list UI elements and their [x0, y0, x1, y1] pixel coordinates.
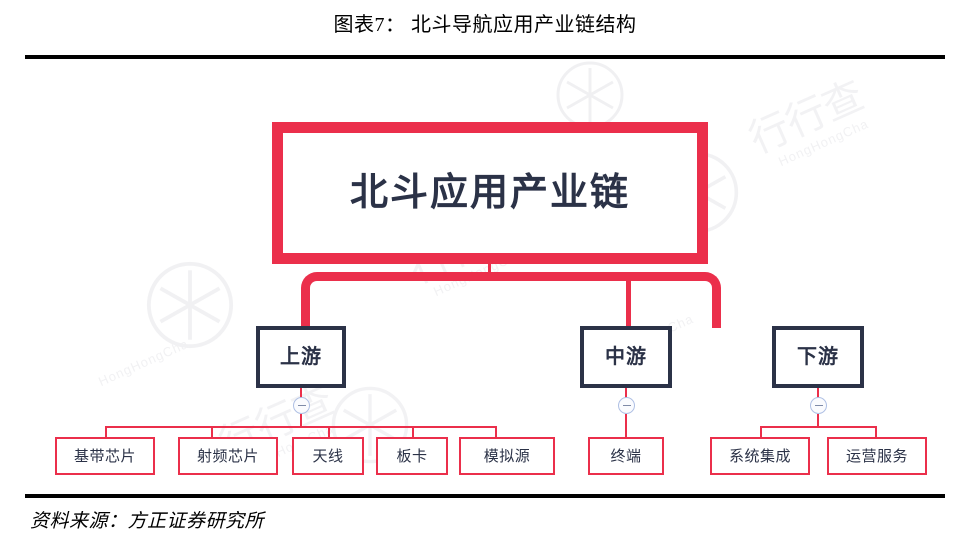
node-branch-midstream-label: 中游	[605, 346, 647, 368]
collapse-toggle-upstream[interactable]	[293, 397, 310, 414]
node-leaf-system-integration[interactable]: 系统集成	[710, 437, 810, 475]
node-branch-upstream-label: 上游	[280, 346, 322, 368]
connector-upstream-tick	[412, 426, 414, 438]
node-leaf-label: 天线	[312, 447, 344, 465]
connector-midstream-stem-top	[625, 388, 627, 398]
collapse-minus-icon	[622, 404, 631, 407]
connector-root-stem	[488, 264, 491, 278]
connector-root-stem-middle	[626, 276, 631, 328]
diagram-canvas: 北斗应用产业链 上游 基带芯片 射频芯片 天线 板卡	[0, 60, 970, 490]
connector-upstream-tick	[328, 426, 330, 438]
connector-upstream-bracket	[105, 426, 497, 438]
bottom-rule	[25, 494, 945, 498]
collapse-toggle-midstream[interactable]	[618, 397, 635, 414]
node-branch-downstream[interactable]: 下游	[772, 326, 864, 388]
node-leaf-label: 模拟源	[483, 447, 531, 465]
node-leaf-label: 基带芯片	[73, 447, 136, 465]
node-leaf-simulation-source[interactable]: 模拟源	[459, 437, 555, 475]
connector-downstream-stem-bottom	[817, 414, 819, 428]
node-branch-upstream[interactable]: 上游	[256, 326, 346, 388]
node-leaf-terminal[interactable]: 终端	[588, 437, 664, 475]
node-leaf-label: 射频芯片	[196, 447, 259, 465]
node-leaf-baseband-chip[interactable]: 基带芯片	[55, 437, 155, 475]
connector-root-bracket	[301, 272, 721, 328]
figure-title: 图表7： 北斗导航应用产业链结构	[333, 14, 637, 36]
node-branch-midstream[interactable]: 中游	[580, 326, 672, 388]
collapse-toggle-downstream[interactable]	[810, 397, 827, 414]
connector-upstream-stem-bottom	[300, 414, 302, 428]
connector-upstream-stem-top	[300, 388, 302, 398]
node-leaf-antenna[interactable]: 天线	[292, 437, 364, 475]
node-leaf-label: 板卡	[396, 447, 428, 465]
node-leaf-label: 系统集成	[728, 447, 791, 465]
node-root-label: 北斗应用产业链	[349, 172, 630, 214]
node-leaf-label: 终端	[610, 447, 642, 465]
connector-downstream-stem-top	[817, 388, 819, 398]
top-rule	[25, 55, 945, 59]
node-branch-downstream-label: 下游	[797, 346, 839, 368]
node-leaf-label: 运营服务	[845, 447, 908, 465]
node-leaf-operation-service[interactable]: 运营服务	[827, 437, 927, 475]
collapse-minus-icon	[297, 404, 306, 407]
node-leaf-rf-chip[interactable]: 射频芯片	[178, 437, 278, 475]
connector-downstream-bracket	[760, 426, 877, 438]
collapse-minus-icon	[814, 404, 823, 407]
connector-upstream-tick	[211, 426, 213, 438]
node-leaf-board-card[interactable]: 板卡	[376, 437, 448, 475]
connector-midstream-stem-bottom	[625, 414, 627, 437]
figure-source: 资料来源：方正证券研究所	[30, 511, 265, 532]
node-root[interactable]: 北斗应用产业链	[272, 122, 708, 264]
